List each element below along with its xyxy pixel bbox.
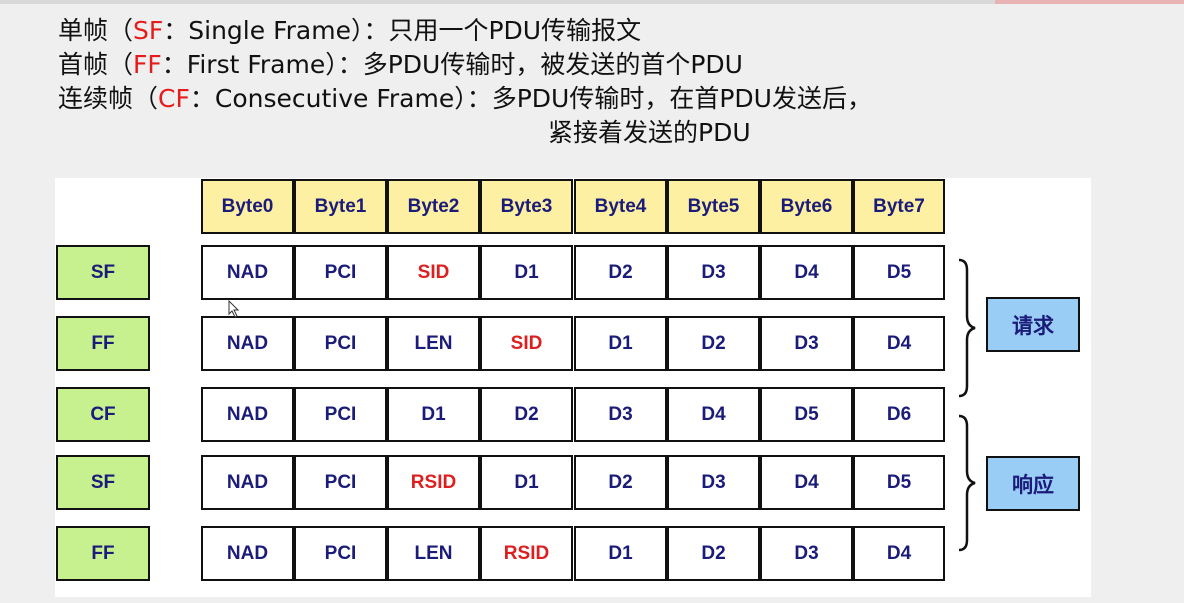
table-cell: PCI [294, 387, 387, 442]
table-cell: D5 [853, 455, 945, 510]
def-prefix: 首帧（ [58, 50, 134, 79]
frame-type-label: SF [56, 455, 150, 510]
header-cell-byte2: Byte2 [387, 179, 480, 234]
table-cell: D1 [574, 316, 667, 371]
response-label: 响应 [986, 456, 1080, 511]
table-cell: NAD [201, 245, 294, 300]
table-cell: PCI [294, 245, 387, 300]
def-text: ：Single Frame）：只用一个PDU传输报文 [163, 16, 642, 45]
header-cell-byte4: Byte4 [574, 179, 667, 234]
table-cell: D1 [387, 387, 480, 442]
response-brace-icon [958, 414, 976, 552]
definition-line-cf: 连续帧（CF：Consecutive Frame）：多PDU传输时，在首PDU发… [58, 82, 872, 116]
table-cell: SID [480, 316, 573, 371]
header-cell-byte3: Byte3 [480, 179, 573, 234]
table-cell: PCI [294, 526, 387, 581]
top-bar [0, 0, 1184, 4]
def-text: ：Consecutive Frame）：多PDU传输时，在首PDU发送后， [189, 84, 872, 113]
table-cell: NAD [201, 455, 294, 510]
table-cell: PCI [294, 455, 387, 510]
frame-type-label: FF [56, 526, 150, 581]
table-cell: D4 [853, 526, 945, 581]
request-label: 请求 [986, 297, 1080, 352]
table-cell: D3 [667, 455, 760, 510]
def-text: 紧接着发送的PDU [548, 118, 751, 147]
def-abbr: SF [133, 16, 164, 45]
table-cell: D6 [853, 387, 945, 442]
table-cell: D4 [760, 245, 853, 300]
header-cell-byte6: Byte6 [760, 179, 853, 234]
header-cell-byte5: Byte5 [667, 179, 760, 234]
table-cell: D4 [667, 387, 760, 442]
def-prefix: 单帧（ [58, 16, 134, 45]
def-prefix: 连续帧（ [58, 84, 159, 113]
table-cell: D1 [480, 245, 573, 300]
table-cell: D2 [574, 245, 667, 300]
def-text: ：First Frame）：多PDU传输时，被发送的首个PDU [161, 50, 743, 79]
header-cell-byte0: Byte0 [201, 179, 294, 234]
table-cell: D1 [574, 526, 667, 581]
table-cell: LEN [387, 526, 480, 581]
table-cell: D4 [853, 316, 945, 371]
table-cell: D3 [667, 245, 760, 300]
table-cell: SID [387, 245, 480, 300]
definition-line-sf: 单帧（SF：Single Frame）：只用一个PDU传输报文 [58, 14, 641, 48]
def-abbr: FF [133, 50, 162, 79]
definition-line-cf-cont: 紧接着发送的PDU [548, 116, 751, 150]
table-cell: D4 [760, 455, 853, 510]
definition-line-ff: 首帧（FF：First Frame）：多PDU传输时，被发送的首个PDU [58, 48, 743, 82]
table-cell: NAD [201, 526, 294, 581]
table-cell: LEN [387, 316, 480, 371]
top-bar-accent [995, 0, 1184, 4]
table-cell: D3 [760, 526, 853, 581]
table-cell: D5 [760, 387, 853, 442]
table-cell: D2 [667, 526, 760, 581]
table-cell: D2 [667, 316, 760, 371]
def-abbr: CF [158, 84, 190, 113]
table-cell: D3 [760, 316, 853, 371]
frame-type-label: SF [56, 245, 150, 300]
table-cell: D5 [853, 245, 945, 300]
table-cell: PCI [294, 316, 387, 371]
table-cell: D3 [574, 387, 667, 442]
frame-type-label: FF [56, 316, 150, 371]
request-brace-icon [958, 258, 976, 398]
table-cell: D2 [574, 455, 667, 510]
table-cell: D2 [480, 387, 573, 442]
table-cell: NAD [201, 316, 294, 371]
table-cell: D1 [480, 455, 573, 510]
table-cell: RSID [480, 526, 573, 581]
table-cell: NAD [201, 387, 294, 442]
header-cell-byte1: Byte1 [294, 179, 387, 234]
header-cell-byte7: Byte7 [853, 179, 945, 234]
mouse-cursor-icon [228, 300, 240, 318]
frame-type-label: CF [56, 387, 150, 442]
table-cell: RSID [387, 455, 480, 510]
